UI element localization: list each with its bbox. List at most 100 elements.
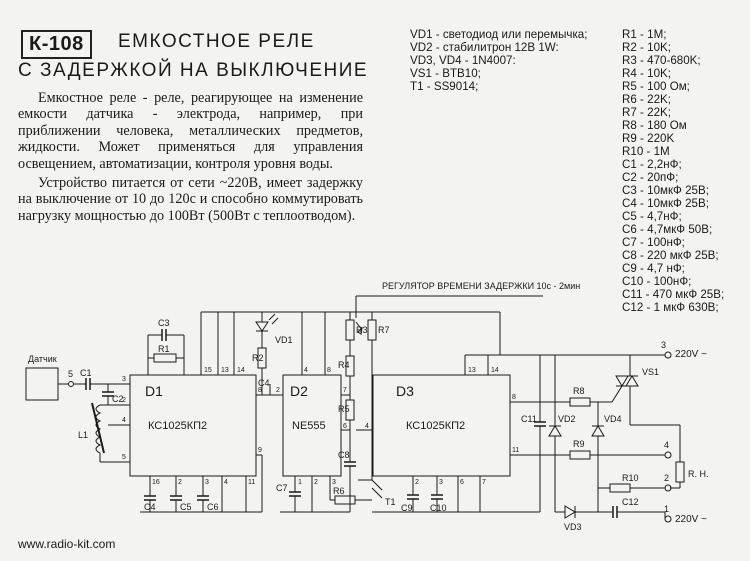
terminal-label: 3 — [661, 340, 666, 350]
r3-label: R3 — [356, 325, 368, 335]
r1-label: R1 — [158, 344, 170, 354]
description-paragraph: Устройство питается от сети ~220В, имеет… — [18, 175, 363, 224]
pin-label: 11 — [248, 479, 255, 486]
pin-label: 2 — [276, 387, 280, 394]
part-item: C4 - 10мкФ 25В; — [622, 197, 709, 210]
part-item: R3 - 470-680K; — [622, 54, 701, 67]
part-item: C6 - 4,7мкФ 50В; — [622, 223, 713, 236]
part-item: C3 - 10мкФ 25В; — [622, 184, 709, 197]
terminal-5 — [68, 381, 74, 387]
pin-label: 2 — [314, 479, 318, 486]
pin-label: 13 — [221, 367, 229, 374]
pin-label: 13 — [468, 367, 476, 374]
part-item: C1 - 2,2нФ; — [622, 158, 682, 171]
c1-label: C1 — [80, 368, 92, 378]
vd2-label: VD2 — [558, 414, 576, 424]
part-item: R4 - 10K; — [622, 67, 671, 80]
r8-label: R8 — [573, 386, 585, 396]
chip-d1-label: D1 — [145, 383, 163, 399]
c2-label: C2 — [112, 394, 124, 404]
mains-label: 220V ~ — [675, 514, 707, 525]
c3-label: C3 — [158, 318, 170, 328]
description: Емкостное реле - реле, реагирующее на из… — [18, 90, 363, 224]
pin-label: 6 — [343, 423, 347, 430]
pin-label: 1 — [298, 479, 302, 486]
part-item: C11 - 470 мкФ 25В; — [622, 288, 725, 301]
pin-label: 8 — [512, 394, 516, 401]
part-item: C9 - 4,7 нФ; — [622, 262, 685, 275]
pin-label: 7 — [482, 479, 486, 486]
pin-label: 5 — [122, 454, 126, 461]
terminal-label: 2 — [664, 473, 669, 483]
terminal-label: 1 — [664, 504, 669, 514]
vd4-label: VD4 — [604, 414, 622, 424]
pin-label: 2 — [415, 479, 419, 486]
r10-label: R10 — [622, 473, 639, 483]
pin-label: 16 — [152, 479, 160, 486]
chip-d3-type: КС1025КП2 — [406, 420, 465, 432]
terminal-1 — [664, 515, 672, 523]
pin-label: 2 — [122, 397, 126, 404]
pin-label: 8 — [258, 387, 262, 394]
c4-label: C4 — [144, 502, 156, 512]
r4-label: R4 — [338, 360, 350, 370]
sensor-label: Датчик — [28, 354, 57, 364]
r5-label: R5 — [338, 404, 350, 414]
semiconductor-list: VD1 - светодиод или перемычка; VD2 - ста… — [410, 28, 587, 93]
pin-label: 4 — [224, 479, 228, 486]
mains-label: 220V ~ — [675, 349, 707, 360]
c11-label: C11 — [521, 414, 537, 424]
terminal-4 — [664, 451, 672, 459]
pin-label: 3 — [205, 479, 209, 486]
c4-label: C4 — [258, 378, 270, 388]
coil-l1 — [95, 404, 102, 454]
title-line-1: ЕМКОСТНОЕ РЕЛЕ — [118, 31, 315, 52]
part-item: R1 - 1M; — [622, 28, 667, 41]
l1-label: L1 — [78, 430, 88, 440]
pin-label: 14 — [491, 367, 499, 374]
chip-d1-type: КС1025КП2 — [148, 420, 207, 432]
c7-label: C7 — [276, 483, 288, 493]
pin-label: 9 — [258, 447, 262, 454]
pin-label: 15 — [204, 367, 212, 374]
chip-d2-label: D2 — [290, 383, 308, 399]
vd1-label: VD1 — [275, 335, 293, 345]
pin-label: 4 — [304, 367, 308, 374]
spec-item: VS1 - BTB10; — [410, 67, 481, 80]
load-label: R. H. — [688, 469, 709, 479]
part-item: R8 - 180 Ом — [622, 119, 687, 132]
part-item: R5 - 100 Ом; — [622, 80, 690, 93]
chip-d3-label: D3 — [396, 383, 414, 399]
delay-regulator-label: РЕГУЛЯТОР ВРЕМЕНИ ЗАДЕРЖКИ 10с - 2мин — [382, 281, 580, 291]
spec-item: VD3, VD4 - 1N4007: — [410, 54, 516, 67]
pin-label: 4 — [365, 423, 369, 430]
parts-list: R1 - 1M; R2 - 10K; R3 - 470-680K; R4 - 1… — [622, 28, 724, 314]
part-item: C2 - 20пФ; — [622, 171, 679, 184]
part-item: R9 - 220K — [622, 132, 675, 145]
part-item: R2 - 10K; — [622, 41, 671, 54]
sensor-plate — [25, 367, 59, 401]
c10-label: C10 — [430, 503, 447, 513]
part-item: C8 - 220 мкФ 25В; — [622, 249, 719, 262]
r2-label: R2 — [252, 353, 264, 363]
pin-label: 2 — [178, 479, 182, 486]
c8-label: C8 — [338, 450, 350, 460]
part-item: R7 - 22K; — [622, 106, 671, 119]
c12-label: C12 — [622, 497, 639, 507]
pin-label: 6 — [460, 479, 464, 486]
vs1-label: VS1 — [642, 367, 659, 377]
terminal-3 — [664, 351, 672, 359]
c6-label: C6 — [207, 502, 219, 512]
terminal-2 — [664, 484, 672, 492]
t1-label: T1 — [385, 497, 396, 507]
part-item: C12 - 1 мкФ 630В; — [622, 301, 719, 314]
pin-label: 3 — [332, 479, 336, 486]
r9-label: R9 — [573, 439, 585, 449]
part-item: C7 - 100нФ; — [622, 236, 685, 249]
description-paragraph: Емкостное реле - реле, реагирующее на из… — [18, 90, 363, 172]
chip-d2-type: NE555 — [292, 420, 326, 432]
pin-label: 3 — [439, 479, 443, 486]
spec-item: VD2 - стабилитрон 12В 1W: — [410, 41, 559, 54]
vd3-label: VD3 — [564, 522, 582, 532]
